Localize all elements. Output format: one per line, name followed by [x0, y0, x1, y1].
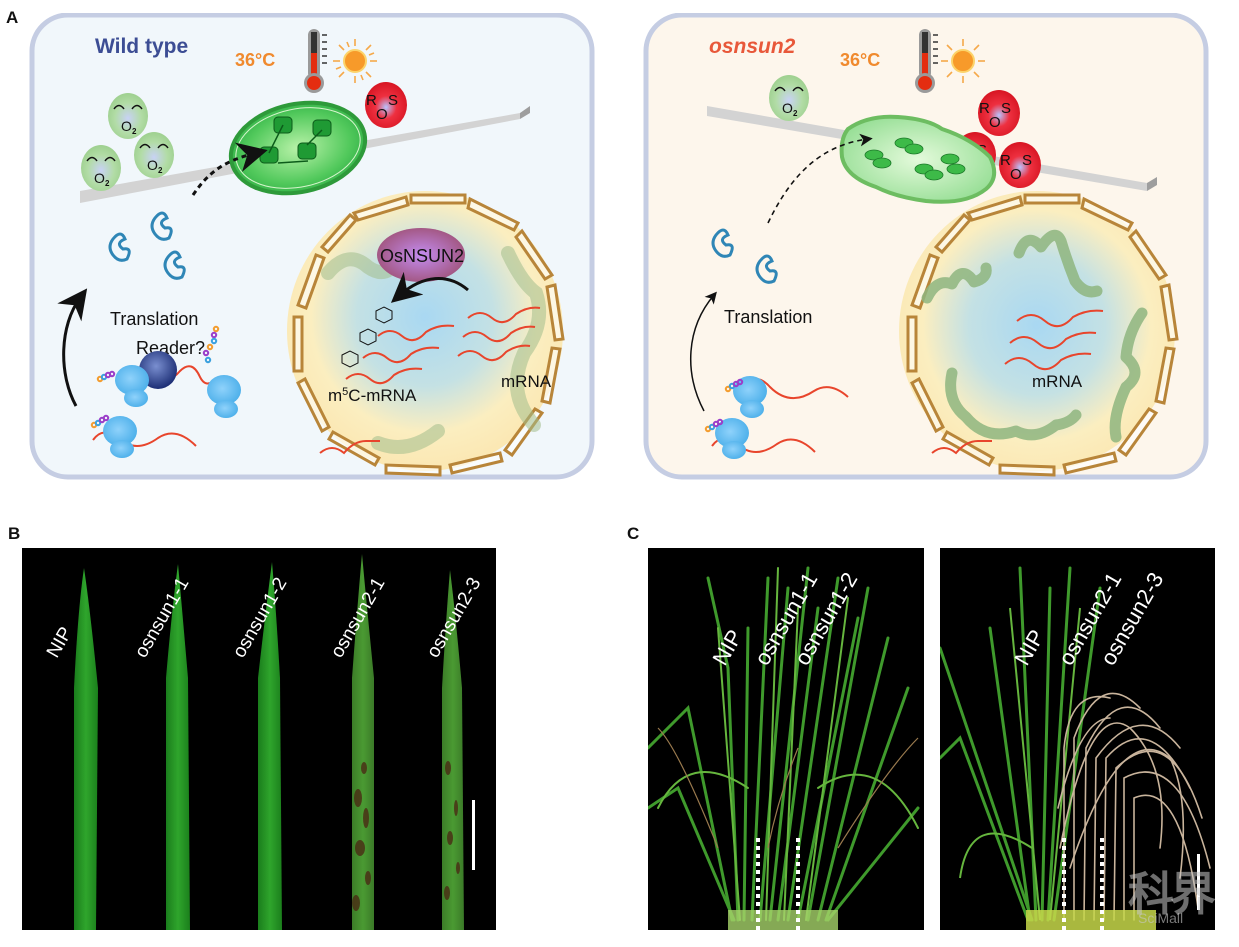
plants-osnsun2 [940, 566, 1211, 930]
mrna-label: mRNA [501, 372, 552, 391]
translation-label: Translation [110, 309, 198, 329]
leaf-osnsun1-2 [258, 562, 282, 930]
leaf-photo: NIP osnsun1-1 osnsun1-2 osnsun2-1 osnsun… [22, 548, 496, 930]
leaf-nip [74, 568, 98, 930]
mrna-group [931, 309, 1104, 455]
svg-text:O: O [376, 106, 388, 123]
svg-text:2: 2 [158, 166, 163, 175]
enzyme-label: OsNSUN2 [380, 246, 464, 266]
m5c-mrna-label: m5C-mRNA [328, 386, 417, 405]
transport-arrow [767, 133, 873, 224]
panel-a-letter: A [6, 8, 19, 27]
svg-text:R: R [979, 100, 990, 117]
ribosome [715, 418, 749, 459]
temperature-label: 36°C [840, 50, 880, 70]
transport-arrow [191, 142, 268, 196]
thermometer-icon [304, 29, 327, 93]
svg-text:R: R [1000, 152, 1011, 169]
leaf-osnsun1-1 [166, 564, 190, 930]
mrna-group [319, 306, 541, 455]
thermometer-icon [915, 29, 938, 93]
svg-text:2: 2 [105, 179, 110, 188]
peptide-chain [90, 325, 220, 429]
panel-b-letter: B [8, 524, 21, 543]
watermark-text: SciMall [1138, 910, 1184, 926]
mrna-label: mRNA [1032, 372, 1083, 391]
plant-photo-osnsun1: NIP osnsun1-1 osnsun1-2 [648, 548, 924, 930]
panel-c-letter: C [627, 524, 640, 543]
m5c-structure [341, 306, 393, 368]
translation-arrow [57, 288, 88, 407]
protein-icon [108, 211, 186, 280]
translation-label: Translation [724, 307, 812, 327]
lesion-spots [352, 761, 460, 911]
svg-text:S: S [388, 92, 398, 109]
svg-text:S: S [1022, 152, 1032, 169]
chloroplast-damaged [839, 114, 997, 204]
scale-bar [472, 800, 475, 870]
svg-text:2: 2 [793, 109, 798, 118]
svg-text:O: O [989, 114, 1001, 131]
ribosome [115, 365, 149, 407]
sun-icon [333, 39, 377, 83]
leaf-osnsun2-1 [352, 554, 374, 930]
translation-arrow [689, 291, 717, 412]
plant-photo-osnsun2: NIP osnsun2-1 osnsun2-3 科界 SciMall [940, 548, 1215, 930]
svg-text:O: O [94, 170, 105, 186]
protein-icon [711, 228, 778, 284]
temperature-label: 36°C [235, 50, 275, 70]
watermark-logo: 科界 [1128, 867, 1215, 921]
osnsun2-title: osnsun2 [709, 35, 796, 58]
nucleus: mRNA [899, 191, 1179, 477]
osnsun2-enzyme [377, 228, 465, 282]
leaf-drawings [74, 554, 475, 930]
svg-text:O: O [782, 100, 793, 116]
svg-text:O: O [1010, 166, 1022, 183]
plants-osnsun1 [648, 566, 920, 930]
svg-text:S: S [1001, 100, 1011, 117]
methylation-arrow [390, 271, 469, 303]
nucleus: OsNSUN2 m5C-mRNA mRNA [287, 191, 565, 477]
ribosome [103, 416, 137, 458]
sun-icon [941, 39, 985, 83]
ribosome [207, 375, 241, 418]
plant-tray [728, 910, 838, 930]
svg-text:O: O [147, 157, 158, 173]
svg-text:R: R [366, 92, 377, 109]
peptide-chain [704, 378, 744, 433]
plant-tray [1026, 910, 1156, 930]
svg-text:2: 2 [132, 127, 137, 136]
scale-bar [1197, 854, 1200, 910]
wild-type-title: Wild type [95, 35, 188, 58]
svg-text:O: O [121, 118, 132, 134]
ros-molecule: R S O [365, 82, 407, 128]
